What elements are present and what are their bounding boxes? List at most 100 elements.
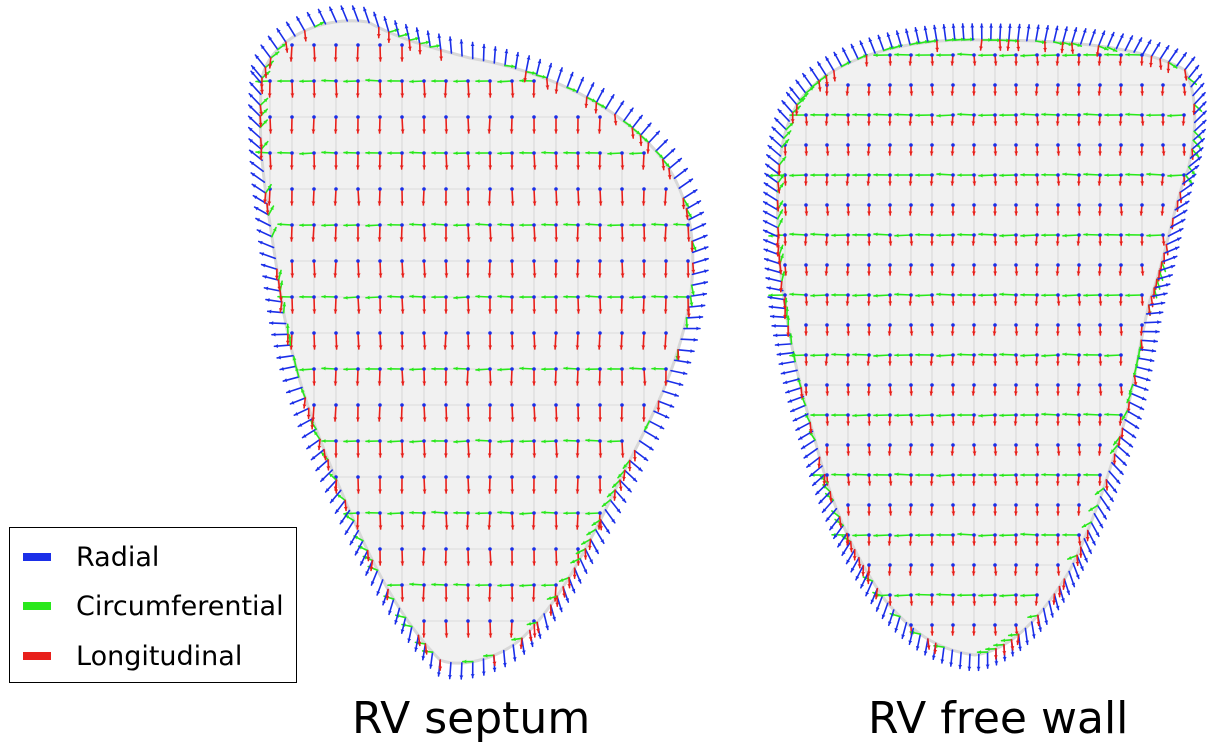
vector-glyph-head: [663, 345, 668, 349]
vector-glyph-head: [681, 204, 686, 209]
vector-glyph-head: [289, 57, 294, 61]
vector-glyph-head: [322, 150, 326, 155]
vector-glyph-head: [1014, 601, 1019, 605]
vector-glyph-radial: [1098, 113, 1102, 117]
vector-glyph-radial: [488, 475, 492, 479]
vector-glyph-head: [888, 271, 892, 275]
vector-glyph-head: [388, 151, 392, 155]
vector-glyph-head: [958, 664, 963, 669]
vector-glyph-head: [895, 472, 899, 477]
vector-glyph-head: [510, 345, 515, 349]
vector-glyph-head: [937, 592, 941, 597]
vector-glyph-head: [444, 237, 448, 241]
vector-glyph-head: [591, 98, 596, 102]
vector-glyph-radial: [334, 151, 338, 155]
vector-glyph-head: [1021, 292, 1025, 297]
vector-glyph-head: [274, 51, 279, 56]
vector-glyph-head: [520, 439, 524, 444]
vector-glyph-head: [1161, 151, 1166, 155]
vector-glyph-head: [378, 345, 383, 349]
vector-glyph-head: [400, 273, 405, 277]
vector-glyph-radial: [532, 331, 536, 335]
vector-glyph-head: [444, 309, 448, 313]
vector-glyph-radial: [804, 173, 808, 177]
vector-glyph-head: [378, 525, 383, 529]
vector-glyph-radial: [909, 203, 913, 207]
vector-glyph-head: [1168, 173, 1172, 178]
vector-glyph-radial: [1035, 533, 1039, 537]
vector-glyph-head: [768, 295, 772, 300]
vector-glyph-radial: [554, 475, 558, 479]
vector-glyph-head: [1061, 585, 1066, 590]
vector-glyph-head: [1014, 451, 1018, 455]
vector-glyph-radial: [1077, 203, 1081, 207]
vector-glyph-radial: [466, 403, 470, 407]
vector-glyph-head: [1034, 601, 1039, 605]
vector-glyph-head: [476, 294, 480, 299]
vector-glyph-head: [444, 129, 449, 133]
vector-glyph-head: [887, 151, 892, 155]
vector-glyph-head: [674, 222, 678, 227]
vector-glyph-head: [366, 439, 370, 444]
vector-glyph-head: [1077, 301, 1082, 305]
vector-glyph-head: [277, 355, 281, 360]
vector-glyph-radial: [422, 619, 426, 623]
vector-glyph-head: [356, 237, 360, 241]
vector-glyph-head: [498, 583, 502, 588]
vector-glyph-head: [1042, 172, 1046, 177]
vector-glyph-head: [335, 509, 340, 514]
vector-glyph-head: [264, 141, 268, 146]
vector-glyph-head: [344, 367, 348, 372]
vector-glyph-radial: [378, 367, 382, 371]
vector-glyph-head: [808, 428, 813, 433]
vector-glyph-head: [1198, 147, 1203, 152]
vector-glyph-head: [487, 129, 492, 133]
vector-glyph-radial: [846, 443, 850, 447]
vector-glyph-head: [1166, 68, 1171, 73]
vector-glyph-head: [888, 361, 892, 365]
vector-glyph-radial: [825, 443, 829, 447]
vector-glyph-head: [388, 511, 392, 516]
vector-glyph-radial: [825, 323, 829, 327]
vector-glyph-head: [575, 525, 580, 529]
vector-glyph-head: [686, 237, 691, 241]
vector-glyph-head: [512, 657, 517, 661]
vector-glyph-head: [685, 202, 689, 207]
vector-glyph-radial: [1119, 323, 1123, 327]
vector-glyph-radial: [1098, 83, 1102, 87]
vector-glyph-head: [394, 619, 399, 624]
vector-glyph-radial: [804, 143, 808, 147]
vector-glyph-head: [1056, 211, 1060, 215]
vector-glyph-head: [498, 294, 502, 299]
vector-glyph-head: [1010, 652, 1015, 656]
vector-glyph-head: [834, 52, 838, 57]
vector-glyph-radial: [993, 503, 997, 507]
vector-glyph-head: [607, 492, 612, 497]
vector-glyph-head: [509, 381, 514, 385]
vector-glyph-radial: [951, 323, 955, 327]
vector-glyph-head: [1156, 42, 1160, 47]
vector-glyph-head: [763, 211, 768, 215]
vector-glyph-head: [627, 123, 632, 128]
vector-glyph-head: [520, 223, 524, 228]
vector-glyph-head: [272, 227, 277, 232]
vector-glyph-head: [908, 61, 913, 65]
vector-glyph-head: [421, 201, 426, 205]
vector-glyph-radial: [356, 79, 360, 83]
vector-glyph-head: [989, 24, 994, 28]
vector-glyph-head: [686, 273, 691, 277]
vector-glyph-head: [454, 79, 458, 84]
vector-glyph-head: [421, 525, 426, 529]
vector-glyph-head: [542, 150, 546, 155]
vector-glyph-head: [779, 183, 784, 188]
vector-glyph-head: [763, 239, 768, 243]
vector-glyph-radial: [930, 503, 934, 507]
vector-glyph-head: [655, 131, 660, 136]
vector-glyph-radial: [620, 259, 624, 263]
vector-glyph-head: [929, 211, 934, 215]
vector-glyph-head: [267, 93, 272, 97]
vector-glyph-radial: [1098, 233, 1102, 237]
vector-glyph-radial: [466, 619, 470, 623]
vector-glyph-radial: [400, 43, 404, 47]
vector-glyph-head: [531, 489, 536, 493]
